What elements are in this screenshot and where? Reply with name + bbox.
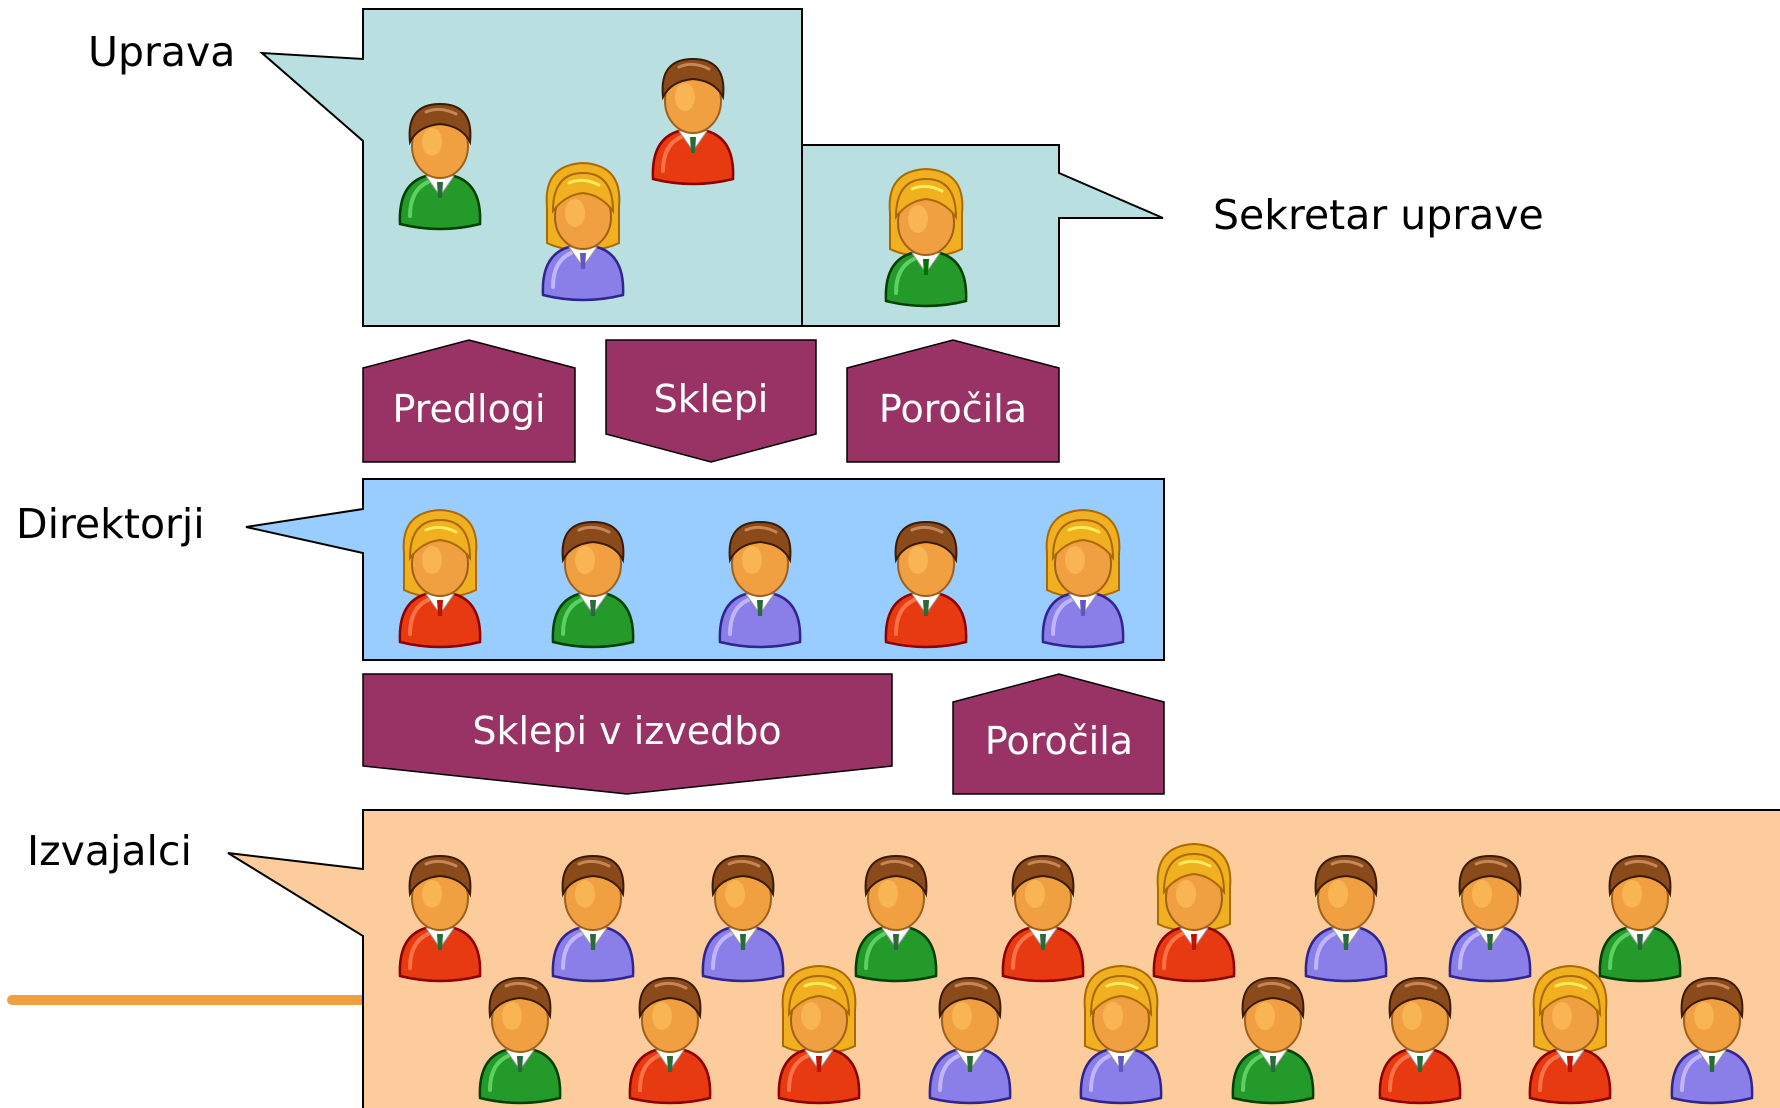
predlogi-arrow-label: Predlogi xyxy=(392,387,545,431)
sekretar-callout-box xyxy=(801,144,1164,327)
direktorji-person-icon xyxy=(1041,508,1125,649)
izvajalci-person-icon xyxy=(1598,854,1682,983)
sklepi-arrow-label: Sklepi xyxy=(654,377,769,421)
sklepi-v-izvedbo-arrow-label: Sklepi v izvedbo xyxy=(472,709,781,753)
izvajalci-person-icon xyxy=(628,976,712,1105)
izvajalci-person-icon xyxy=(1304,854,1388,983)
sklepi-arrow: Sklepi xyxy=(605,339,817,463)
direktorji-label: Direktorji xyxy=(16,500,205,548)
porocila-bottom-arrow: Poročila xyxy=(952,673,1165,795)
izvajalci-person-icon xyxy=(1670,976,1754,1105)
uprava-person-icon xyxy=(398,102,482,231)
izvajalci-person-icon xyxy=(1079,964,1163,1105)
izvajalci-person-icon xyxy=(1231,976,1315,1105)
sekretar-label: Sekretar uprave xyxy=(1213,191,1544,239)
porocila-bottom-arrow-shape xyxy=(952,673,1165,795)
porocila-top-arrow-shape xyxy=(846,339,1060,463)
izvajalci-person-icon xyxy=(701,854,785,983)
porocila-bottom-arrow-label: Poročila xyxy=(985,719,1133,763)
izvajalci-person-icon xyxy=(478,976,562,1105)
direktorji-person-icon xyxy=(718,520,802,649)
izvajalci-people xyxy=(398,842,1754,1105)
uprava-person-icon xyxy=(651,57,735,186)
izvajalci-person-icon xyxy=(1001,854,1085,983)
izvajalci-person-icon xyxy=(398,854,482,983)
sklepi-v-izvedbo-arrow: Sklepi v izvedbo xyxy=(362,673,893,795)
uprava-person-icon xyxy=(541,161,625,302)
izvajalci-person-icon xyxy=(1528,964,1612,1105)
izvajalci-person-icon xyxy=(928,976,1012,1105)
izvajalci-person-icon xyxy=(1448,854,1532,983)
direktorji-people xyxy=(398,508,1125,649)
sklepi-v-izvedbo-arrow-shape xyxy=(362,673,893,795)
porocila-top-arrow-label: Poročila xyxy=(879,387,1027,431)
izvajalci-person-icon xyxy=(1378,976,1462,1105)
izvajalci-label: Izvajalci xyxy=(27,827,192,875)
direktorji-person-icon xyxy=(551,520,635,649)
sekretar-person-icon xyxy=(884,167,968,308)
izvajalci-person-icon xyxy=(1152,842,1236,983)
izvajalci-person-icon xyxy=(551,854,635,983)
uprava-label: Uprava xyxy=(88,28,235,76)
predlogi-arrow-shape xyxy=(362,339,576,463)
izvajalci-person-icon xyxy=(777,964,861,1105)
sekretar-people xyxy=(884,167,968,308)
sklepi-arrow-shape xyxy=(605,339,817,463)
predlogi-arrow: Predlogi xyxy=(362,339,576,463)
direktorji-person-icon xyxy=(398,508,482,649)
uprava-people xyxy=(398,57,735,302)
porocila-top-arrow: Poročila xyxy=(846,339,1060,463)
direktorji-person-icon xyxy=(884,520,968,649)
direktorji-callout-box xyxy=(245,478,1165,661)
izvajalci-person-icon xyxy=(854,854,938,983)
